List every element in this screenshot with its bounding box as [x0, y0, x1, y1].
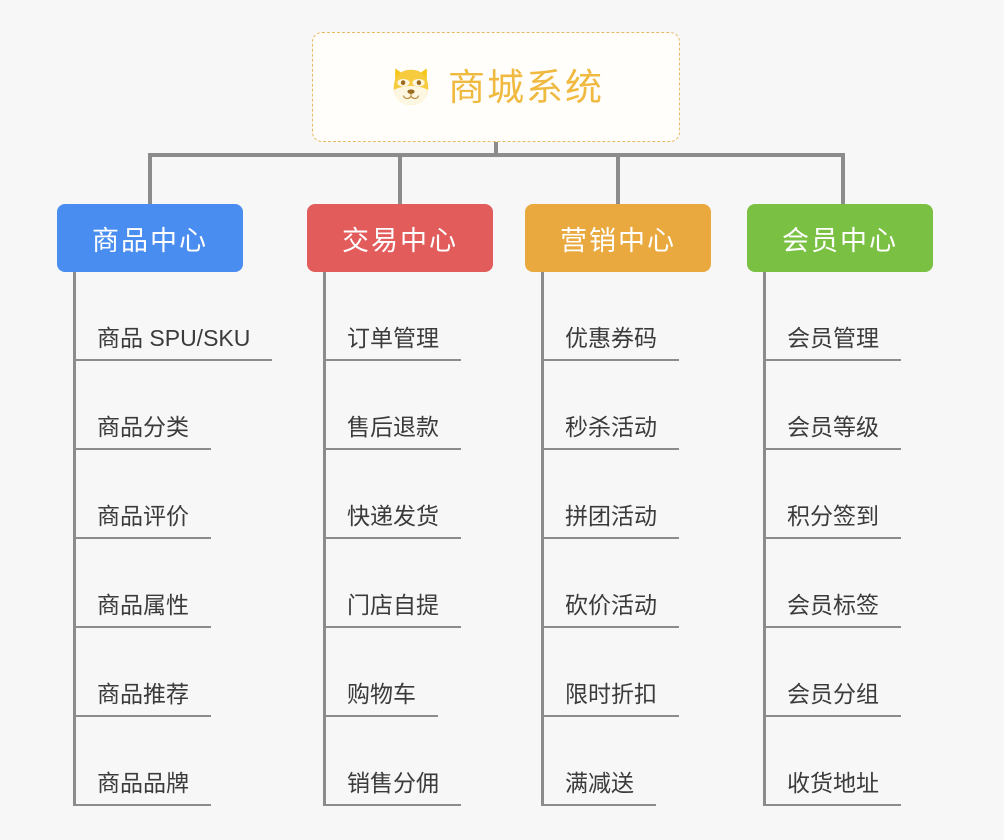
leaf-list: 商品 SPU/SKU 商品分类 商品评价 商品属性 商品推荐 商品品牌	[57, 272, 273, 806]
root-trunk-line	[494, 142, 498, 157]
branch-spine	[73, 272, 76, 806]
leaf-list: 订单管理 售后退款 快递发货 门店自提 购物车 销售分佣	[307, 272, 493, 806]
leaf-label: 会员分组	[763, 681, 901, 717]
leaf-label: 砍价活动	[541, 592, 679, 628]
leaf-label: 商品评价	[73, 503, 211, 539]
leaf-item[interactable]: 售后退款	[307, 361, 493, 450]
branch-spine	[763, 272, 766, 806]
category-label: 营销中心	[560, 225, 676, 256]
category-header-product[interactable]: 商品中心	[57, 204, 243, 272]
category-label: 商品中心	[92, 225, 208, 256]
leaf-list: 优惠券码 秒杀活动 拼团活动 砍价活动 限时折扣 满减送	[525, 272, 711, 806]
leaf-item[interactable]: 砍价活动	[525, 539, 711, 628]
root-title: 商城系统	[448, 66, 604, 108]
branch-column-product: 商品中心 商品 SPU/SKU 商品分类 商品评价 商品属性 商品推荐 商品品牌	[57, 204, 273, 806]
branch-spine	[541, 272, 544, 806]
root-node[interactable]: 商城系统	[312, 32, 680, 142]
leaf-item[interactable]: 商品品牌	[57, 717, 272, 806]
leaf-item[interactable]: 商品推荐	[57, 628, 272, 717]
leaf-item[interactable]: 拼团活动	[525, 450, 711, 539]
leaf-item[interactable]: 优惠券码	[525, 272, 711, 361]
leaf-label: 商品属性	[73, 592, 211, 628]
category-label: 交易中心	[342, 225, 458, 256]
leaf-item[interactable]: 商品 SPU/SKU	[57, 272, 273, 361]
leaf-label: 拼团活动	[541, 503, 679, 539]
leaf-label: 积分签到	[763, 503, 901, 539]
leaf-item[interactable]: 商品分类	[57, 361, 272, 450]
branch-column-member: 会员中心 会员管理 会员等级 积分签到 会员标签 会员分组 收货地址	[747, 204, 933, 806]
leaf-label: 满减送	[541, 770, 656, 806]
drop-line-4	[841, 153, 845, 204]
leaf-label: 商品推荐	[73, 681, 211, 717]
leaf-label: 购物车	[323, 681, 438, 717]
leaf-item[interactable]: 购物车	[307, 628, 493, 717]
drop-line-2	[398, 153, 402, 204]
leaf-label: 商品品牌	[73, 770, 211, 806]
leaf-item[interactable]: 快递发货	[307, 450, 493, 539]
leaf-label: 商品 SPU/SKU	[73, 325, 273, 361]
drop-line-1	[148, 153, 152, 204]
branch-column-trade: 交易中心 订单管理 售后退款 快递发货 门店自提 购物车 销售分佣	[307, 204, 493, 806]
leaf-item[interactable]: 收货地址	[747, 717, 933, 806]
leaf-label: 会员管理	[763, 325, 901, 361]
category-label: 会员中心	[782, 225, 898, 256]
leaf-item[interactable]: 会员分组	[747, 628, 933, 717]
leaf-label: 销售分佣	[323, 770, 461, 806]
leaf-item[interactable]: 限时折扣	[525, 628, 711, 717]
leaf-label: 限时折扣	[541, 681, 679, 717]
leaf-list: 会员管理 会员等级 积分签到 会员标签 会员分组 收货地址	[747, 272, 933, 806]
leaf-item[interactable]: 门店自提	[307, 539, 493, 628]
shiba-dog-icon	[393, 68, 429, 105]
leaf-label: 商品分类	[73, 414, 211, 450]
leaf-item[interactable]: 订单管理	[307, 272, 493, 361]
branch-spine	[323, 272, 326, 806]
leaf-item[interactable]: 商品属性	[57, 539, 272, 628]
branch-column-marketing: 营销中心 优惠券码 秒杀活动 拼团活动 砍价活动 限时折扣 满减送	[525, 204, 711, 806]
leaf-item[interactable]: 会员等级	[747, 361, 933, 450]
leaf-item[interactable]: 会员管理	[747, 272, 933, 361]
leaf-label: 收货地址	[763, 770, 901, 806]
leaf-item[interactable]: 会员标签	[747, 539, 933, 628]
category-header-marketing[interactable]: 营销中心	[525, 204, 711, 272]
leaf-label: 快递发货	[323, 503, 461, 539]
leaf-label: 会员标签	[763, 592, 901, 628]
category-header-trade[interactable]: 交易中心	[307, 204, 493, 272]
category-header-member[interactable]: 会员中心	[747, 204, 933, 272]
leaf-item[interactable]: 满减送	[525, 717, 711, 806]
leaf-item[interactable]: 积分签到	[747, 450, 933, 539]
leaf-label: 优惠券码	[541, 325, 679, 361]
horizontal-bus-line	[148, 153, 845, 157]
leaf-item[interactable]: 商品评价	[57, 450, 272, 539]
leaf-label: 秒杀活动	[541, 414, 679, 450]
leaf-item[interactable]: 销售分佣	[307, 717, 493, 806]
drop-line-3	[616, 153, 620, 204]
leaf-label: 售后退款	[323, 414, 461, 450]
leaf-label: 门店自提	[323, 592, 461, 628]
leaf-label: 订单管理	[323, 325, 461, 361]
leaf-item[interactable]: 秒杀活动	[525, 361, 711, 450]
leaf-label: 会员等级	[763, 414, 901, 450]
